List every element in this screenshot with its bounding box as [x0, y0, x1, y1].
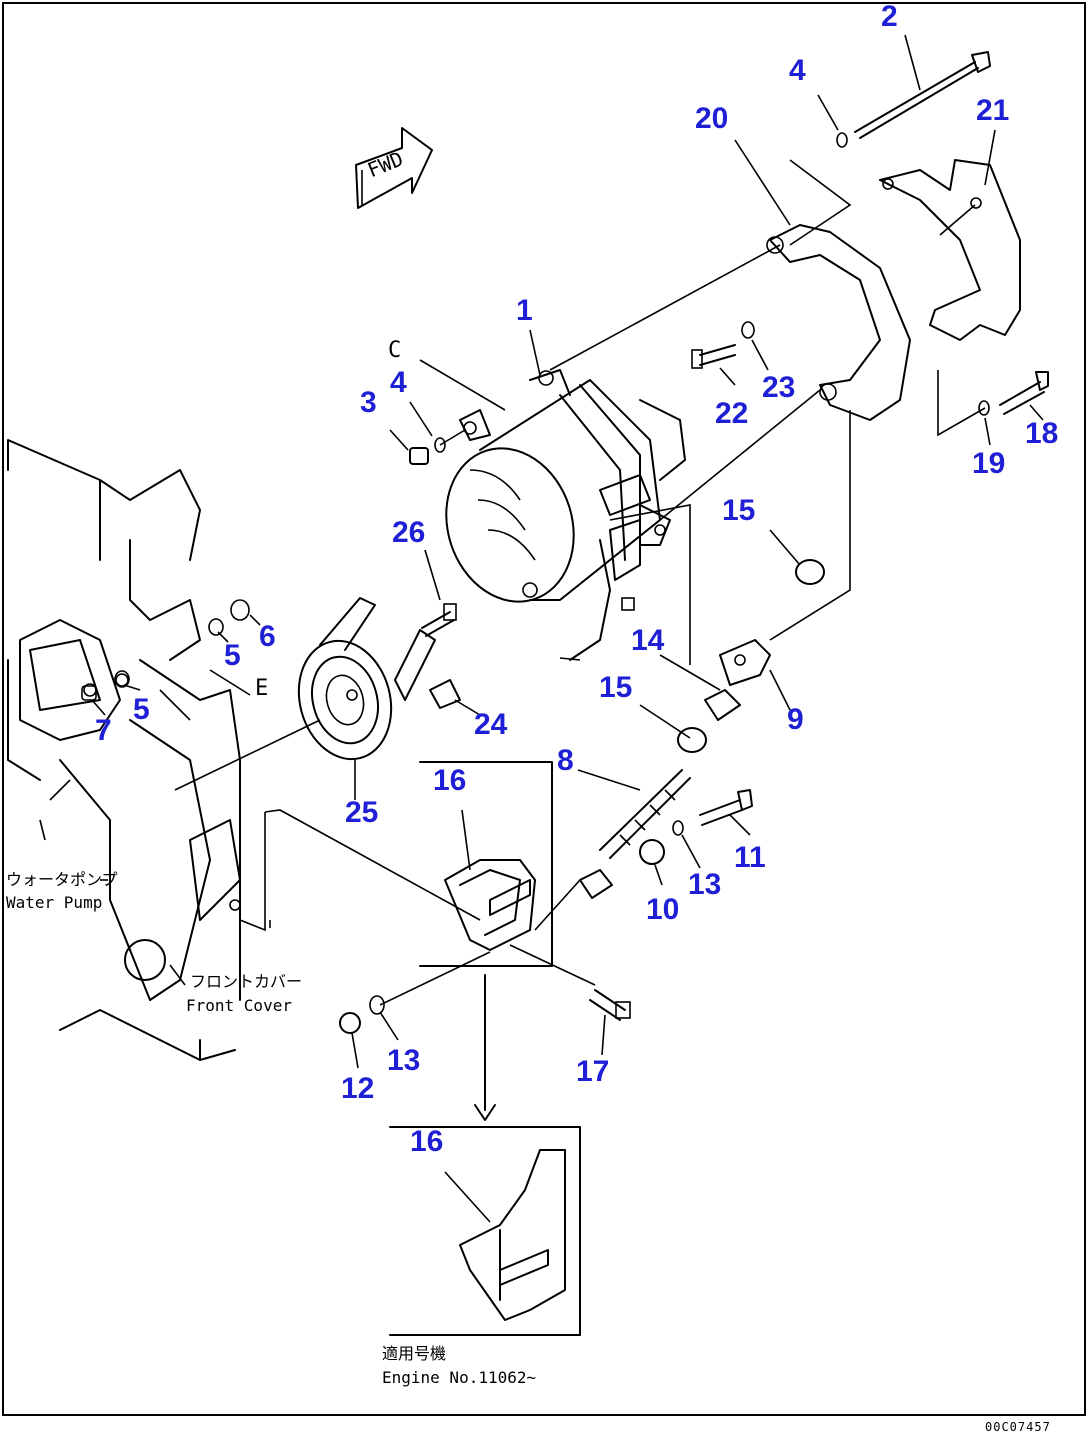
water-pump-jp-label: ウォータポンプ: [6, 870, 118, 889]
callout-11: 11: [734, 841, 766, 874]
bracket-16-alt-frame: [389, 1126, 581, 1336]
washer-23-icon: [741, 321, 755, 339]
washer-13b-icon: [369, 995, 385, 1015]
fwd-arrow-icon: [355, 127, 433, 209]
nut-3-icon: [409, 447, 429, 465]
callout-12: 12: [341, 1072, 375, 1105]
pulley-25-drawing: [297, 597, 461, 761]
callout-9: 9: [787, 703, 804, 736]
spacer-10-icon: [639, 839, 665, 865]
callout-20: 20: [695, 102, 729, 135]
nut-6-icon: [230, 599, 250, 621]
callout-3: 3: [360, 386, 377, 419]
callout-7: 7: [95, 714, 112, 747]
washer-5-icon: [208, 618, 224, 636]
callout-24: 24: [474, 708, 508, 741]
bolt-18-drawing: [999, 371, 1049, 415]
water-pump-en-label: Water Pump: [6, 893, 103, 912]
assembly-centerlines: [159, 159, 986, 1006]
callout-21: 21: [976, 94, 1010, 127]
washer-4-top-icon: [836, 132, 848, 148]
bolt-11-drawing: [699, 789, 753, 826]
callout-25: 25: [345, 796, 379, 829]
bracket-16-alt-drawing: [459, 1149, 566, 1321]
drawing-code: 00C07457: [985, 1420, 1051, 1434]
callout-6: 6: [259, 620, 276, 653]
callout-13: 13: [688, 868, 722, 901]
front-cover-en-label: Front Cover: [186, 996, 292, 1015]
callout-16b: 16: [410, 1125, 444, 1158]
bolt-22-drawing: [691, 344, 736, 369]
bolt-2-drawing: [854, 51, 991, 139]
adjust-link-9-drawing: [719, 639, 771, 686]
callout-19: 19: [972, 447, 1006, 480]
bracket-20-drawing: [766, 224, 911, 421]
bolt-26-drawing: [421, 603, 457, 637]
washer-5b-icon: [114, 670, 130, 688]
callout-1: 1: [516, 294, 533, 327]
callout-22: 22: [715, 397, 749, 430]
callout-13b: 13: [387, 1044, 421, 1077]
applicable-jp-label: 適用号機: [382, 1344, 447, 1363]
applicable-en-label: Engine No.11062~: [382, 1368, 537, 1387]
callout-2: 2: [881, 0, 898, 33]
callout-15: 15: [722, 494, 756, 527]
callout-15b: 15: [599, 671, 633, 704]
callout-23: 23: [762, 371, 796, 404]
diagram-border: [2, 2, 1086, 1416]
bolt-17-drawing: [589, 989, 631, 1021]
callout-4b: 4: [390, 366, 407, 399]
front-cover-jp-label: フロントカバー: [190, 972, 303, 991]
leader-lines: [39, 34, 1044, 1223]
callout-10: 10: [646, 893, 680, 926]
ref-c-label: C: [388, 338, 402, 363]
adjust-rod-8-drawing: [579, 769, 691, 899]
alternator-drawing: [445, 369, 686, 661]
engine-block-drawing: [7, 439, 241, 1061]
nut-15-top-icon: [795, 559, 825, 585]
nut-12-icon: [339, 1012, 361, 1034]
washer-19-icon: [978, 400, 990, 416]
washer-13-icon: [672, 820, 684, 836]
callout-17: 17: [576, 1055, 610, 1088]
callout-26: 26: [392, 516, 426, 549]
callout-14: 14: [631, 624, 665, 657]
callout-18: 18: [1025, 417, 1059, 450]
ref-e-label: E: [255, 676, 269, 701]
bracket-16-frame: [419, 761, 553, 967]
callout-5b: 5: [133, 693, 150, 726]
callout-8: 8: [557, 744, 574, 777]
alt-arrow-head-icon: [474, 1104, 496, 1121]
nut-7-icon: [81, 685, 97, 701]
cover-21-drawing: [879, 159, 1021, 341]
callout-4: 4: [789, 54, 806, 87]
callout-5: 5: [224, 639, 241, 672]
block-14-icon: [704, 689, 741, 721]
callout-16: 16: [433, 764, 467, 797]
bracket-16-drawing: [444, 859, 536, 951]
nut-15-icon: [677, 727, 707, 753]
washer-4-icon: [434, 437, 446, 453]
